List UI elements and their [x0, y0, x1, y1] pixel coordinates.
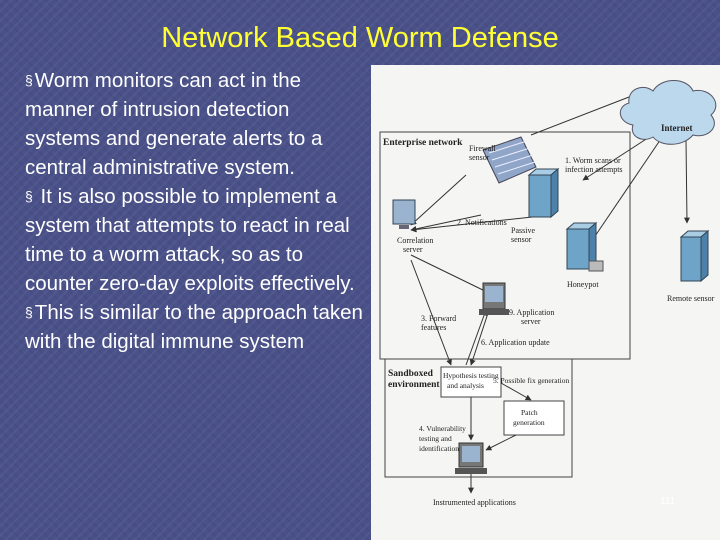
bullet-item: §This is similar to the approach taken w… — [25, 298, 370, 356]
passive-sensor-icon — [527, 167, 560, 219]
hypothesis-label: Hypothesis testing — [443, 371, 499, 380]
bullet-marker: § — [25, 304, 33, 320]
firewall-sensor-label: Firewall — [469, 144, 496, 153]
correlation-server-label: Correlation — [397, 236, 433, 245]
instrumented-applications-label: Instrumented applications — [433, 498, 516, 507]
sandboxed-environment-label: Sandboxed — [388, 369, 434, 379]
notifications-label: 2. Notifications — [457, 218, 507, 227]
remote-sensor-icon — [679, 229, 710, 283]
slide-title: Network Based Worm Defense — [161, 22, 559, 54]
forward-features-label: features — [421, 323, 446, 332]
patch-box — [503, 400, 565, 436]
internet-label: Internet — [661, 123, 693, 133]
correlation-server-label: server — [403, 245, 423, 254]
vulnerability-testing-label: 4. Vulnerability — [419, 424, 466, 433]
bullet-marker: § — [25, 188, 33, 204]
bullet-marker: § — [25, 72, 33, 88]
sandboxed-environment-box — [384, 358, 573, 478]
bullet-text: Worm monitors can act in the manner of i… — [25, 69, 323, 179]
sandboxed-environment-label: environment — [388, 380, 440, 390]
honeypot-label: Honeypot — [567, 280, 599, 289]
forward-features-label: 3. Forward — [421, 314, 456, 323]
application-server-label: server — [521, 317, 541, 326]
hypothesis-label: and analysis — [447, 381, 484, 390]
passive-sensor-label: Passive — [511, 226, 535, 235]
honeypot-icon — [565, 221, 604, 272]
worm-scan-label: infection attempts — [565, 165, 623, 174]
bullet-text: It is also possible to implement a syste… — [25, 185, 355, 295]
hypothesis-box — [440, 366, 502, 398]
worm-scan-label: 1. Worm scans or — [565, 156, 621, 165]
vulnerability-testing-label: testing and — [419, 434, 452, 443]
bullet-item: §Worm monitors can act in the manner of … — [25, 66, 370, 182]
slide-number: 111 — [660, 496, 676, 507]
remote-sensor-label: Remote sensor — [667, 294, 715, 303]
possible-fix-label: 5. Possible fix generation — [493, 376, 569, 385]
patch-generation-label: Patch — [521, 408, 538, 417]
bullet-item: § It is also possible to implement a sys… — [25, 182, 370, 298]
application-server-icon — [479, 282, 509, 315]
passive-sensor-label: sensor — [511, 235, 532, 244]
enterprise-network-label: Enterprise network — [383, 138, 463, 148]
bullet-list: §Worm monitors can act in the manner of … — [25, 66, 370, 356]
application-update-label: 6. Application update — [481, 338, 550, 347]
application-server-label: 9. Application — [509, 308, 554, 317]
vulnerability-testing-label: identification — [419, 444, 459, 453]
firewall-sensor-icon — [482, 136, 537, 184]
network-diagram: Internet Enterprise network Firewall sen… — [371, 65, 720, 540]
patch-generation-label: generation — [513, 418, 545, 427]
correlation-server-icon — [392, 199, 416, 229]
firewall-sensor-label: sensor — [469, 153, 490, 162]
internet-cloud-icon — [619, 80, 717, 145]
instrumented-applications-icon — [455, 442, 487, 474]
bullet-text: This is similar to the approach taken wi… — [25, 301, 363, 353]
